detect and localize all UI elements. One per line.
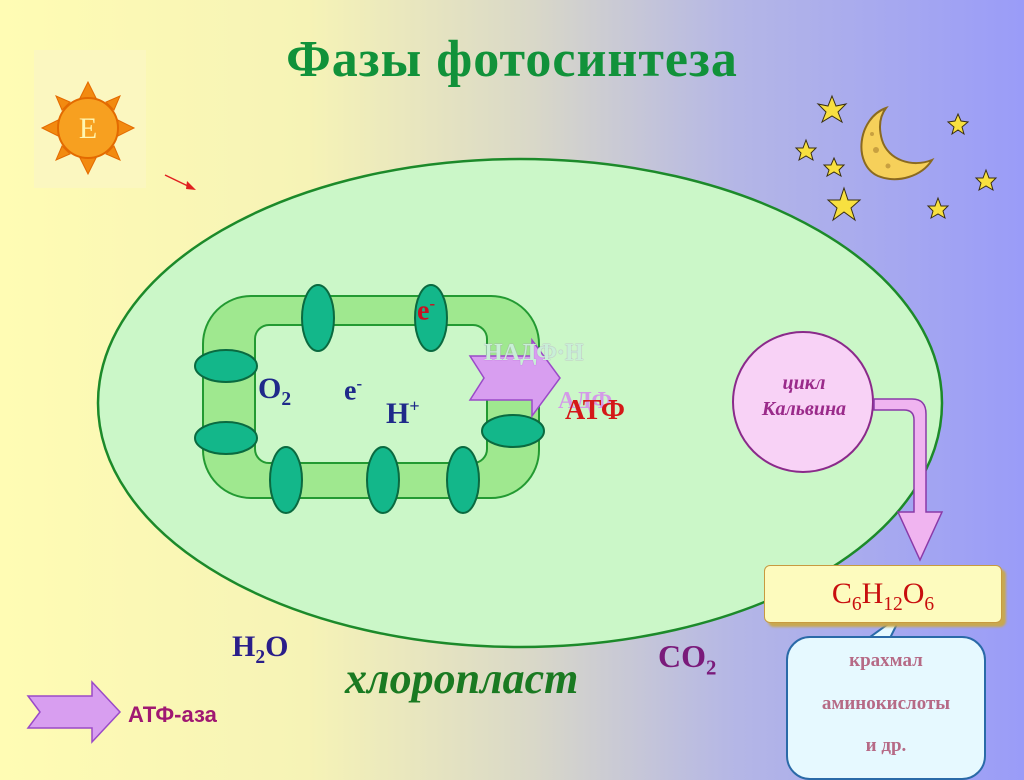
nadph-label: НАДФ·Н xyxy=(484,340,584,366)
products-callout xyxy=(786,636,986,780)
sun-label: E xyxy=(79,112,97,145)
product-item: крахмал xyxy=(849,650,923,671)
electron-label: e- xyxy=(344,374,363,407)
electron-label: e- xyxy=(417,294,436,327)
star-icon xyxy=(794,94,998,222)
product-item: аминокислоты xyxy=(821,693,951,714)
arrow-icon xyxy=(468,337,561,419)
calvin-cycle-line2: Кальвина xyxy=(761,398,847,420)
glucose-box: C6H12O6 xyxy=(764,565,1002,623)
arrow-icon xyxy=(873,398,944,562)
protein-complex xyxy=(194,284,545,514)
glucose-formula: C6H12O6 xyxy=(831,577,935,615)
calvin-cycle-circle xyxy=(732,331,874,473)
atp-label: АТФ xyxy=(565,395,625,426)
arrow-icon xyxy=(26,680,122,744)
moon-icon xyxy=(860,105,935,181)
product-item: и др. xyxy=(865,735,907,756)
chloroplast-label: хлоропласт xyxy=(345,654,579,703)
sun-icon: E xyxy=(40,80,136,176)
adp-label: АДФ xyxy=(558,388,613,414)
page-title: Фазы фотосинтеза xyxy=(286,31,738,88)
carbon-dioxide-label: CO2 xyxy=(658,638,717,680)
proton-label: H+ xyxy=(386,396,420,430)
calvin-cycle-label: цикл Кальвина xyxy=(734,370,874,422)
atp-synthase-label: АТФ-аза xyxy=(128,702,217,727)
oxygen-label: O2 xyxy=(258,372,292,410)
calvin-cycle-line1: цикл xyxy=(782,372,826,394)
water-label: H2O xyxy=(232,630,289,668)
arrow-icon xyxy=(164,174,196,190)
